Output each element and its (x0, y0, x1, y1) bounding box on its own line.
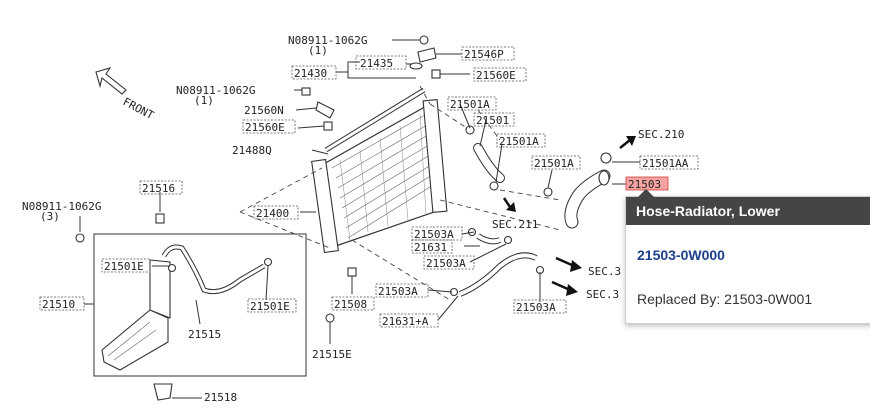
label-21501a-2: 21501A (499, 135, 539, 148)
label-sec3-a: SEC.3 (588, 265, 621, 278)
label-21516: 21516 (142, 182, 175, 195)
tooltip-replaced-by: Replaced By: 21503-0W001 (637, 291, 813, 307)
label-21501e-2: 21501E (250, 300, 290, 313)
label-08911-mid-qty: (1) (194, 94, 214, 107)
label-sec210: SEC.210 (638, 128, 684, 141)
label-sec211: SEC.211 (492, 218, 538, 231)
leader-lines (79, 39, 640, 399)
front-arrow-icon (95, 67, 127, 95)
label-21515: 21515 (188, 328, 221, 341)
guide-lines (239, 85, 561, 301)
label-21501: 21501 (476, 114, 509, 127)
label-21501a-1: 21501A (450, 98, 490, 111)
label-21503a-4: 21503A (516, 301, 556, 314)
label-21631: 21631 (414, 241, 447, 254)
label-21501a-3: 21501A (534, 157, 574, 170)
tooltip-title: Hose-Radiator, Lower (626, 197, 870, 225)
label-21435: 21435 (360, 57, 393, 70)
label-21503a-2: 21503A (426, 257, 466, 270)
label-21515e: 21515E (312, 348, 352, 361)
label-21508: 21508 (334, 298, 367, 311)
label-08911-mid: N08911-1062G (176, 84, 255, 97)
part-tooltip: Hose-Radiator, Lower 21503-0W000 Replace… (625, 189, 870, 324)
label-21503a-1: 21503A (414, 228, 454, 241)
upper-hose (473, 143, 505, 183)
label-21430: 21430 (294, 67, 327, 80)
label-21400: 21400 (256, 207, 289, 220)
tooltip-arrow (638, 189, 654, 197)
label-21510: 21510 (42, 298, 75, 311)
label-08911-left: N08911-1062G (22, 200, 101, 213)
reservoir-group-box (93, 233, 307, 377)
label-21488q: 21488Q (232, 144, 272, 157)
label-sec3-b: SEC.3 (586, 288, 619, 301)
label-21501aa: 21501AA (642, 157, 689, 170)
label-08911-top-qty: (1) (308, 44, 328, 57)
label-21560e-top: 21560E (476, 69, 516, 82)
label-08911-left-qty: (3) (40, 210, 60, 223)
label-21501e-1: 21501E (104, 260, 144, 273)
small-parts (75, 35, 612, 401)
oil-cooler-hose (458, 233, 538, 297)
label-21631a: 21631+A (382, 315, 429, 328)
label-21503: 21503 (628, 178, 661, 191)
label-21560n: 21560N (244, 104, 284, 117)
label-08911-top: N08911-1062G (288, 34, 367, 47)
sec-arrows (502, 136, 636, 296)
label-21518: 21518 (204, 391, 237, 404)
front-label: FRONT (121, 95, 157, 122)
tooltip-part-number-link[interactable]: 21503-0W000 (637, 247, 725, 263)
label-boxes (39, 46, 699, 328)
radiator-core (311, 87, 448, 254)
label-21503a-3: 21503A (378, 285, 418, 298)
reservoir-tank (101, 244, 273, 371)
lower-hose (564, 169, 611, 229)
label-21546p: 21546P (464, 48, 504, 61)
callout-labels: N08911-1062G (1) 21546P 21430 21435 2156… (22, 34, 689, 404)
label-21560e-mid: 21560E (245, 121, 285, 134)
